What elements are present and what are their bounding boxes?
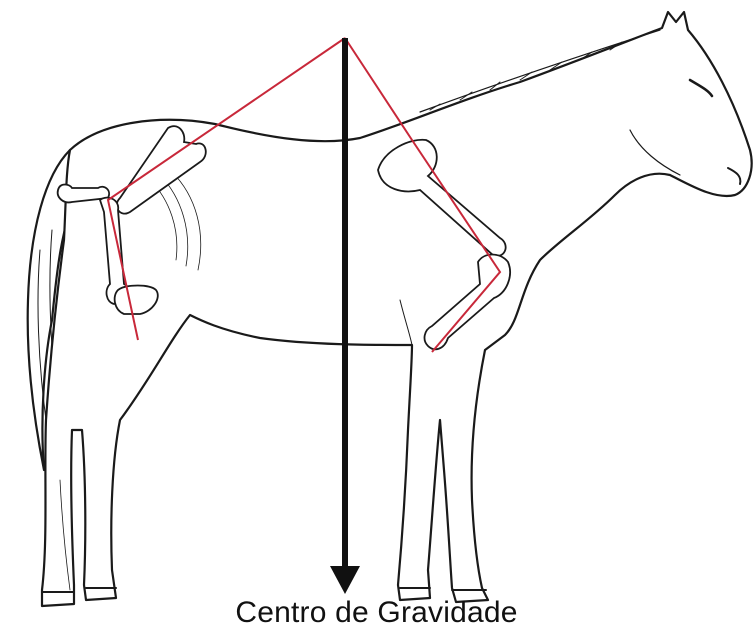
caption: Centro de Gravidade bbox=[0, 596, 753, 630]
